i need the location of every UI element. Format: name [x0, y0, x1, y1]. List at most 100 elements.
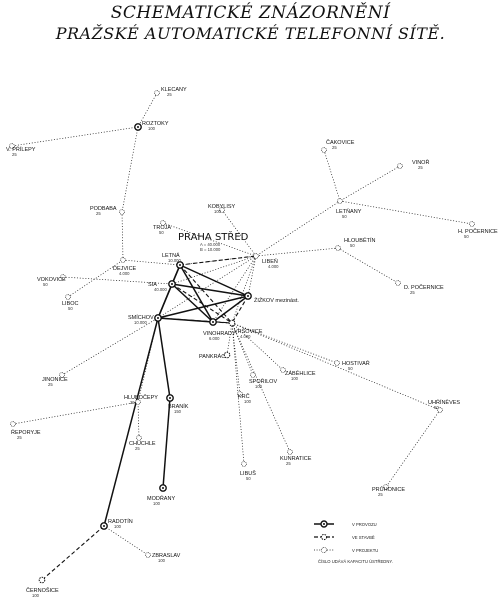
node-capacity-liben: 4.000: [268, 264, 279, 269]
node-marker-hostivar: [334, 360, 340, 366]
link-letna-vinohrady: [179, 264, 214, 323]
node-name-cakovice: ČAKOVICE: [326, 139, 355, 146]
title-block: SCHEMATICKÉ ZNÁZORNĚNÍ PRAŽSKÉ AUTOMATIC…: [0, 2, 501, 44]
node-name-konratice: KUNRATICE: [280, 456, 312, 462]
node-marker-hlubocepy: [135, 399, 141, 405]
node-name-zizkov: ŽIŽKOV mezinást.: [254, 296, 299, 304]
node-capacity-jinonice: 25: [48, 382, 53, 387]
node-name-dejvice: DEJVICE: [113, 266, 137, 272]
node-capacity-smichov: 10.000: [134, 320, 147, 325]
node-name-letnany: LETŇANY: [336, 208, 362, 215]
node-center-radotin: [103, 525, 105, 527]
node-capacity-uhrineves: 50: [434, 405, 439, 410]
node-capacity-dpocernice: 25: [410, 290, 415, 295]
node-name-reporyje: ŘEPORYJE: [11, 428, 41, 436]
link-liben-vinohrady: [212, 255, 257, 323]
node-marker-pankrac: [223, 351, 231, 359]
node-marker-vokovice: [60, 274, 66, 280]
node-capacity-zabehlice: 100: [291, 376, 299, 381]
node-capacity-pruhonice: 25: [378, 492, 383, 497]
hub-name: PRAHA STŘED: [178, 230, 249, 243]
node-marker-liboc: [65, 294, 71, 300]
link-liben-sia: [171, 255, 257, 285]
legend-construction-label: VE STAVBĚ: [352, 535, 375, 540]
node-name-liboc: LIBOC: [62, 301, 79, 307]
node-marker-letnany: [337, 198, 343, 204]
node-capacity-podbaba: 25: [96, 211, 101, 216]
node-center-vinohrady: [212, 321, 214, 323]
node-capacity-krc: 100: [244, 399, 252, 404]
link-sia-vinohrady: [171, 283, 214, 323]
node-marker-liben: [253, 253, 259, 259]
node-marker-libus: [241, 461, 247, 467]
node-capacity-letna: 10.000: [168, 258, 181, 263]
node-marker-konratice: [287, 449, 293, 455]
node-capacity-vinor: 25: [418, 165, 423, 170]
link-liben-vrsovice: [231, 255, 257, 324]
node-name-modrany: MODŘANY: [147, 494, 175, 502]
node-marker-dpocernice: [395, 280, 401, 286]
link-dejvice-letna: [122, 259, 181, 266]
node-marker-cernosice: [38, 576, 46, 584]
node-capacity-konratice: 25: [286, 461, 291, 466]
node-name-hlubocepy: HLUBOČEPY: [124, 394, 158, 401]
node-capacity-sia: 40.000: [154, 287, 167, 292]
node-pankrac: PANKRÁC: [199, 351, 231, 360]
node-name-vokovice: VOKOVICE: [37, 277, 66, 283]
node-name-dpocernice: D. POČERNICE: [404, 284, 444, 291]
link-vrsovice-hostivar: [231, 322, 338, 364]
link-branik-modrany: [162, 397, 171, 489]
node-name-chuchle: CHUCHLE: [129, 441, 156, 447]
node-capacity-kobylisy: 100: [214, 209, 222, 214]
node-center-sia: [171, 283, 173, 285]
node-name-prilepy: V. PŘÍLEPY: [6, 145, 36, 153]
node-name-letna: LETNÁ: [162, 252, 180, 259]
link-roztoky-prilepy: [11, 126, 139, 147]
node-name-radotin: RADOTÍN: [108, 518, 133, 525]
node-marker-klecany: [154, 90, 160, 96]
link-klecany-roztoky: [137, 92, 158, 128]
link-vrsovice-uhrineves: [231, 322, 441, 411]
node-capacity-reporyje: 25: [17, 435, 22, 440]
link-hloubetin-dpocernice: [337, 247, 399, 284]
node-marker-troja: [160, 220, 166, 226]
network-links: [11, 92, 473, 581]
node-capacity-zbraslav: 100: [158, 558, 166, 563]
node-marker-kobylisy: [219, 207, 225, 213]
node-capacity-vrsovice: 4.000: [240, 334, 251, 339]
node-name-vinohrady: VINOHRADY: [203, 331, 236, 337]
link-vrsovice-pankrac: [226, 322, 233, 356]
link-roztoky-podbaba: [121, 126, 139, 213]
node-name-hloubetin: HLOUBĚTÍN: [344, 236, 376, 244]
node-capacity-klecany: 25: [167, 92, 172, 97]
node-marker-cakovice: [321, 147, 327, 153]
node-marker-reporyje: [10, 421, 16, 427]
title-line-2: PRAŽSKÉ AUTOMATICKÉ TELEFONNÍ SÍTĚ.: [55, 24, 446, 43]
legend-mark-construction: [320, 533, 328, 541]
node-name-uhrineves: UHŘÍNĚVES: [428, 398, 460, 406]
node-marker-krc: [237, 391, 243, 397]
